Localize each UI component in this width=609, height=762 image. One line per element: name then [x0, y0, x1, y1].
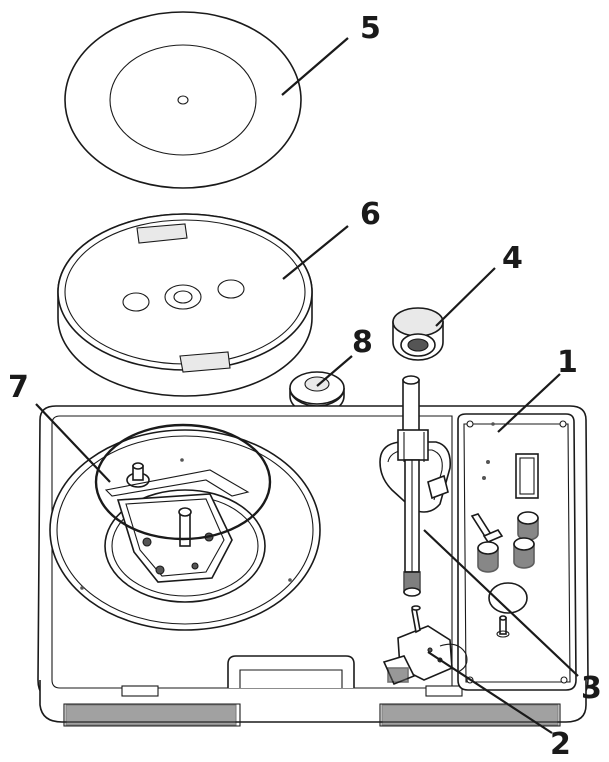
callout-3: 3 [581, 671, 602, 706]
callout-6: 6 [360, 197, 381, 232]
cartridge-headshell [382, 605, 468, 686]
control-panel [457, 413, 577, 691]
callout-5: 5 [360, 11, 381, 46]
leader-line-4 [435, 267, 496, 327]
leader-line-3 [423, 529, 579, 677]
spindle-adapter [392, 307, 444, 361]
callout-8: 8 [352, 325, 373, 360]
leader-line-1 [497, 373, 561, 433]
callout-2: 2 [550, 727, 571, 762]
leader-line-2 [427, 651, 553, 734]
callout-1: 1 [557, 345, 578, 380]
leader-line-8 [316, 355, 353, 387]
platter-mat [64, 11, 302, 189]
platter [57, 213, 313, 397]
tonearm [379, 375, 452, 597]
leader-lines [35, 37, 579, 734]
leader-line-6 [282, 225, 349, 280]
leader-line-7 [35, 403, 111, 483]
callout-7: 7 [8, 370, 29, 405]
leader-line-5 [281, 37, 349, 96]
drive-belt [94, 423, 272, 541]
callout-4: 4 [502, 241, 523, 276]
callout-labels: 5 6 4 8 1 7 3 2 [8, 11, 602, 762]
